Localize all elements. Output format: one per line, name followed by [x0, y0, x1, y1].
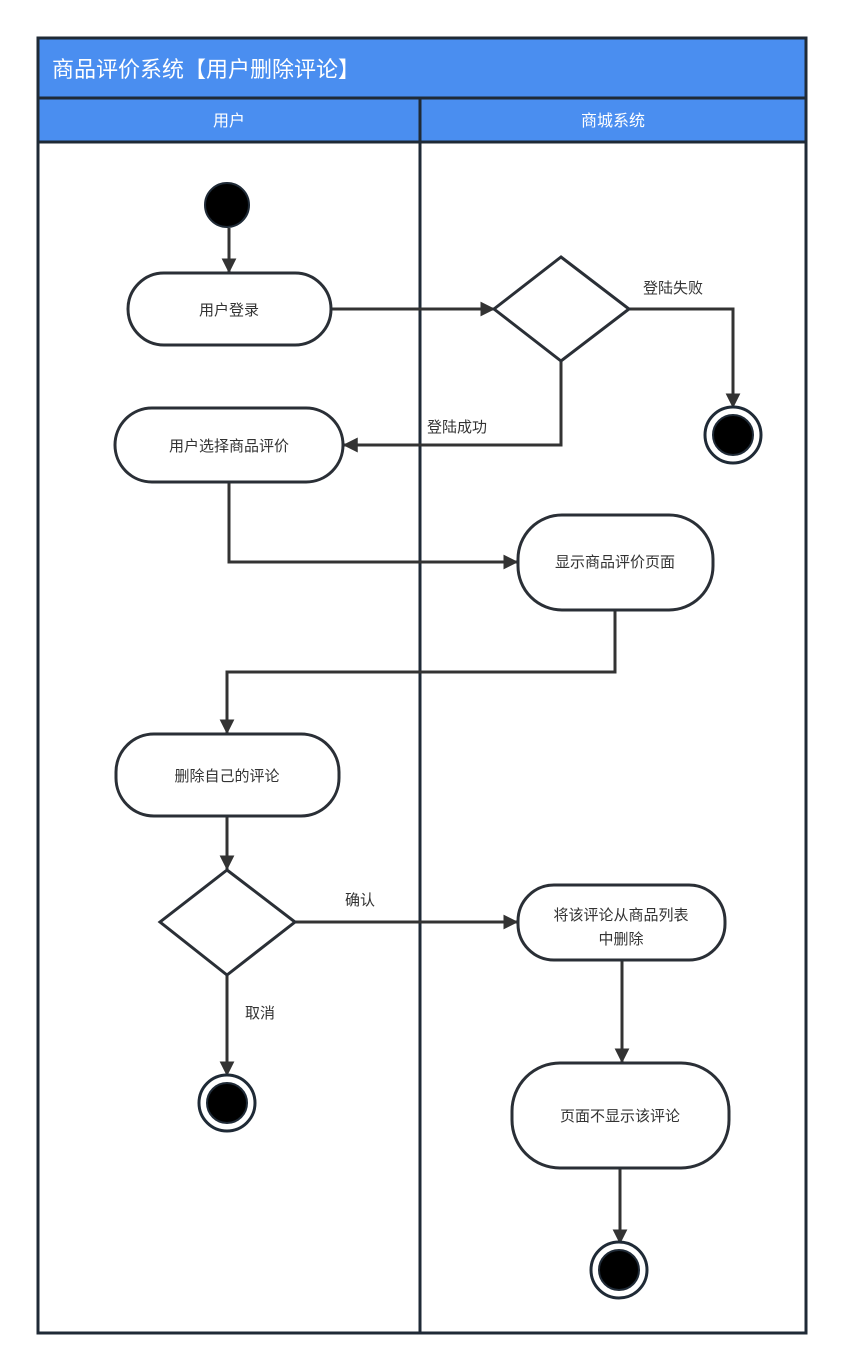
- action-label-line1: 将该评论从商品列表: [553, 906, 688, 924]
- final-node-login-fail: [703, 405, 763, 465]
- edge-decision-to-select: [342, 361, 563, 453]
- lane-header-user: [38, 98, 420, 142]
- action-label: 删除自己的评论: [174, 767, 279, 785]
- action-user-login: 用户登录: [126, 271, 333, 347]
- action-delete-own-review: 删除自己的评论: [114, 732, 341, 818]
- pool-title: 商品评价系统【用户删除评论】: [52, 58, 360, 83]
- decision-login: [491, 255, 632, 363]
- pool-frame: [36, 36, 808, 1335]
- action-label: 用户选择商品评价: [169, 437, 289, 455]
- action-remove-from-list: 将该评论从商品列表 中删除: [516, 883, 727, 962]
- action-hide-review: 页面不显示该评论: [510, 1061, 731, 1170]
- action-label: 页面不显示该评论: [560, 1107, 680, 1125]
- edge-select-to-show: [227, 482, 519, 570]
- action-label: 显示商品评价页面: [555, 553, 675, 571]
- lane-title-user: 用户: [213, 111, 245, 130]
- edge-label-login-success: 登陆成功: [427, 418, 487, 436]
- lane-header-system: [420, 98, 806, 142]
- edge-show-to-delete: [219, 610, 617, 735]
- decision-confirm: [157, 868, 298, 977]
- final-node-cancel: [197, 1073, 257, 1133]
- action-label: 用户登录: [199, 301, 259, 319]
- lane-title-system: 商城系统: [581, 111, 645, 130]
- pool-header: [38, 38, 806, 98]
- final-node-done: [589, 1240, 649, 1300]
- edge-label-cancel: 取消: [245, 1004, 275, 1022]
- action-select-review: 用户选择商品评价: [113, 406, 345, 484]
- edge-label-login-fail: 登陆失败: [643, 279, 703, 297]
- action-label-line2: 中删除: [598, 930, 643, 948]
- edge-decision-to-fail-end: [629, 307, 741, 409]
- edge-label-confirm: 确认: [345, 891, 375, 909]
- initial-node: [204, 182, 250, 228]
- action-show-review-page: 显示商品评价页面: [516, 513, 715, 612]
